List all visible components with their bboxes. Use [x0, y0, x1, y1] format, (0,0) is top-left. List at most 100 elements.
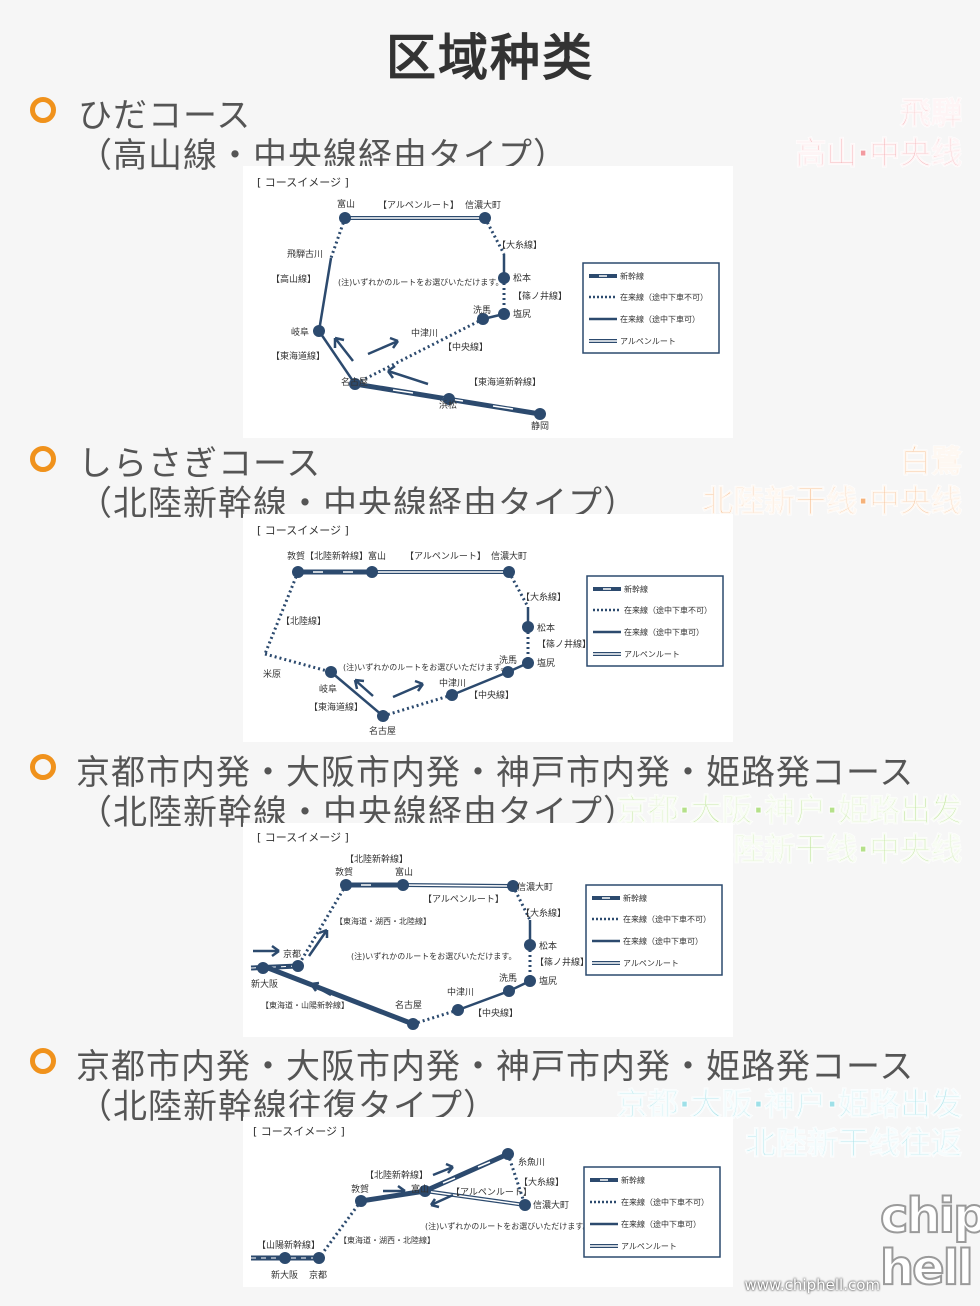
legend-box: 新幹線 在来線（途中下車不可） 在来線（途中下車可） アルペンルート: [583, 1166, 721, 1258]
bullet-circle-icon: [30, 446, 56, 472]
svg-text:【東海道・湖西・北陸線】: 【東海道・湖西・北陸線】: [339, 1235, 435, 1245]
station-label: 岐阜: [291, 326, 309, 338]
svg-text:【中央線】: 【中央線】: [473, 1007, 518, 1019]
legend-box: 新幹線 在来線（途中下車不可） 在来線（途中下車可） アルペンルート: [586, 575, 724, 667]
svg-text:在来線（途中下車可）: 在来線（途中下車可）: [623, 936, 703, 946]
svg-text:在来線（途中下車不可）: 在来線（途中下車不可）: [620, 292, 708, 302]
image-title: [ コースイメージ ]: [257, 176, 349, 189]
line-label: 【大糸線】: [497, 239, 542, 251]
svg-text:【東海道・湖西・北陸線】: 【東海道・湖西・北陸線】: [335, 916, 431, 926]
watermark-logo: chip hell: [879, 1188, 980, 1296]
svg-text:新大阪: 新大阪: [251, 978, 278, 990]
note-text: (注)いずれかのルートをお選びいただけます。: [338, 277, 503, 287]
svg-text:[ コースイメージ ]: [ コースイメージ ]: [257, 831, 349, 844]
svg-text:中津川: 中津川: [439, 677, 466, 689]
svg-text:名古屋: 名古屋: [395, 999, 422, 1011]
section-cn-subtitle: 北陸新干线·中央线: [702, 484, 963, 521]
section-cn-title: 白鷺: [900, 444, 963, 481]
svg-text:在来線（途中下車可）: 在来線（途中下車可）: [621, 1219, 701, 1229]
section-cn-subtitle: 北陸新干线·中央线: [702, 832, 963, 869]
line-label: 【中央線】: [443, 341, 488, 353]
svg-text:【篠ノ井線】: 【篠ノ井線】: [535, 956, 589, 968]
svg-text:[ コースイメージ ]: [ コースイメージ ]: [253, 1125, 345, 1138]
svg-text:新幹線: 新幹線: [624, 584, 648, 594]
svg-text:【大糸線】: 【大糸線】: [519, 1176, 564, 1188]
svg-text:在来線（途中下車可）: 在来線（途中下車可）: [624, 627, 704, 637]
section-cn-subtitle: 高山·中央线: [795, 136, 963, 173]
station-label: 名古屋: [341, 376, 368, 388]
section-heading: 京都市内発・大阪市内発・神戸市内発・姫路発コース: [76, 1047, 915, 1087]
course-map-kansai-roundtrip: [ コースイメージ ] 糸魚川 【大糸線】 【北陸新幹線】 敦賀 富山 【アルペ…: [243, 1117, 733, 1287]
svg-text:塩尻: 塩尻: [539, 975, 557, 987]
section-cn-subtitle: 北陸新干线往返: [745, 1126, 963, 1163]
svg-text:アルペンルート: アルペンルート: [620, 337, 676, 346]
station-label: 松本: [513, 272, 531, 284]
svg-text:アルペンルート: アルペンルート: [621, 1242, 677, 1251]
page-title: 区域种类: [386, 29, 594, 87]
svg-text:【東海道・山陽新幹線】: 【東海道・山陽新幹線】: [261, 1000, 349, 1010]
svg-text:糸魚川: 糸魚川: [518, 1156, 545, 1168]
line-label: 【東海道新幹線】: [469, 376, 541, 388]
course-map-shirasagi: [ コースイメージ ] 敦賀【北陸新幹線】富山 【アルペンルート】 信濃大町 【…: [243, 514, 733, 742]
legend-box: 新幹線 在来線（途中下車不可） 在来線（途中下車可） アルペンルート: [582, 262, 720, 354]
svg-text:洗馬: 洗馬: [499, 972, 517, 984]
svg-text:【アルペンルート】: 【アルペンルート】: [423, 894, 504, 905]
course-map-kansai-chuo: [ コースイメージ ] 【北陸新幹線】 敦賀 富山 信濃大町 【アルペンルート】…: [243, 823, 733, 1037]
svg-text:[ コースイメージ ]: [ コースイメージ ]: [257, 524, 349, 537]
svg-text:京都: 京都: [283, 948, 301, 960]
section-heading: しらさぎコース: [78, 444, 322, 484]
line-label: 【アルペンルート】: [378, 200, 459, 211]
svg-text:洗馬: 洗馬: [499, 654, 517, 666]
svg-text:【アルペンルート】: 【アルペンルート】: [405, 551, 486, 562]
watermark-url: www.chiphell.com: [744, 1276, 880, 1294]
svg-text:信濃大町: 信濃大町: [491, 550, 527, 562]
station-label: 中津川: [411, 327, 438, 339]
svg-text:中津川: 中津川: [447, 986, 474, 998]
svg-text:敦賀: 敦賀: [351, 1183, 369, 1195]
station-label: 塩尻: [513, 308, 531, 320]
svg-text:【アルペンルート】: 【アルペンルート】: [451, 1187, 532, 1198]
course-map-hida: [ コースイメージ ] 富山 【アルペンルート】 信濃大町 【大糸線】 飛騨古川…: [243, 166, 733, 438]
section-cn-title: 飛騨: [900, 96, 963, 133]
bullet-circle-icon: [30, 1048, 56, 1074]
svg-text:在来線（途中下車不可）: 在来線（途中下車不可）: [623, 914, 711, 924]
section-heading: 京都市内発・大阪市内発・神戸市内発・姫路発コース: [76, 753, 915, 793]
line-label: 【高山線】: [271, 273, 316, 285]
line-label: 【東海道線】: [271, 350, 325, 362]
svg-text:塩尻: 塩尻: [537, 657, 555, 669]
svg-text:松本: 松本: [539, 940, 557, 952]
svg-text:富山: 富山: [411, 1183, 429, 1195]
svg-text:アルペンルート: アルペンルート: [623, 959, 679, 968]
svg-text:(注)いずれかのルートをお選びいただけます。: (注)いずれかのルートをお選びいただけます。: [343, 662, 508, 672]
svg-text:米原: 米原: [263, 668, 281, 680]
station-label: 静岡: [531, 420, 549, 432]
svg-text:【大糸線】: 【大糸線】: [521, 907, 566, 919]
svg-text:岐阜: 岐阜: [319, 683, 337, 695]
svg-text:【北陸新幹線】: 【北陸新幹線】: [365, 1169, 428, 1181]
station-label: 浜松: [439, 399, 457, 411]
svg-text:【山陽新幹線】: 【山陽新幹線】: [257, 1239, 320, 1251]
svg-text:アルペンルート: アルペンルート: [624, 650, 680, 659]
svg-text:名古屋: 名古屋: [369, 725, 396, 737]
station-label: 信濃大町: [465, 199, 501, 211]
svg-text:【大糸線】: 【大糸線】: [521, 591, 566, 603]
svg-text:【篠ノ井線】: 【篠ノ井線】: [537, 638, 591, 650]
svg-text:富山: 富山: [395, 866, 413, 878]
bullet-circle-icon: [30, 97, 56, 123]
svg-text:新幹線: 新幹線: [621, 1175, 645, 1185]
svg-text:【北陸新幹線】: 【北陸新幹線】: [345, 853, 408, 865]
legend-box: 新幹線 在来線（途中下車不可） 在来線（途中下車可） アルペンルート: [585, 884, 723, 976]
svg-text:在来線（途中下車可）: 在来線（途中下車可）: [620, 314, 700, 324]
svg-text:敦賀: 敦賀: [335, 866, 353, 878]
bullet-circle-icon: [30, 754, 56, 780]
svg-text:【北陸線】: 【北陸線】: [281, 615, 326, 627]
station-label: 飛騨古川: [287, 248, 323, 260]
station-label: 富山: [337, 198, 355, 210]
station-label: 洗馬: [473, 304, 491, 316]
svg-text:新大阪: 新大阪: [271, 1269, 298, 1281]
svg-text:在来線（途中下車不可）: 在来線（途中下車不可）: [624, 605, 712, 615]
line-label: 【篠ノ井線】: [513, 290, 567, 302]
svg-text:(注)いずれかのルートをお選びいただけます。: (注)いずれかのルートをお選びいただけます。: [425, 1221, 590, 1231]
svg-text:新幹線: 新幹線: [620, 271, 644, 281]
section-heading: ひだコース: [78, 96, 252, 136]
